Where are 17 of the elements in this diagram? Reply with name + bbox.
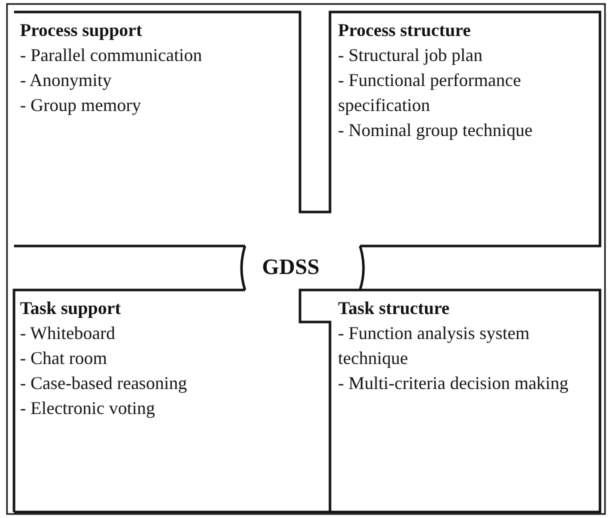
list-item: - Whiteboard: [20, 322, 116, 345]
list-item: - Functional performance specification: [338, 69, 522, 117]
list-item: - Nominal group technique: [338, 119, 534, 142]
list-item: - Electronic voting: [20, 397, 156, 420]
center-label: GDSS: [262, 254, 320, 280]
list-item: - Function analysis system technique: [338, 322, 530, 370]
list-item: - Structural job plan: [338, 44, 484, 67]
panel-heading: Process structure: [338, 19, 472, 42]
panel-heading: Process support: [20, 19, 144, 42]
list-item: - Case-based reasoning: [20, 372, 188, 395]
list-item: - Multi-criteria decision making: [338, 372, 570, 395]
list-item: - Group memory: [20, 94, 142, 117]
panel-heading: Task structure: [338, 297, 451, 320]
list-item: - Anonymity: [20, 69, 113, 92]
list-item: - Parallel communication: [20, 44, 203, 67]
panel-heading: Task support: [20, 297, 122, 320]
list-item: - Chat room: [20, 347, 108, 370]
